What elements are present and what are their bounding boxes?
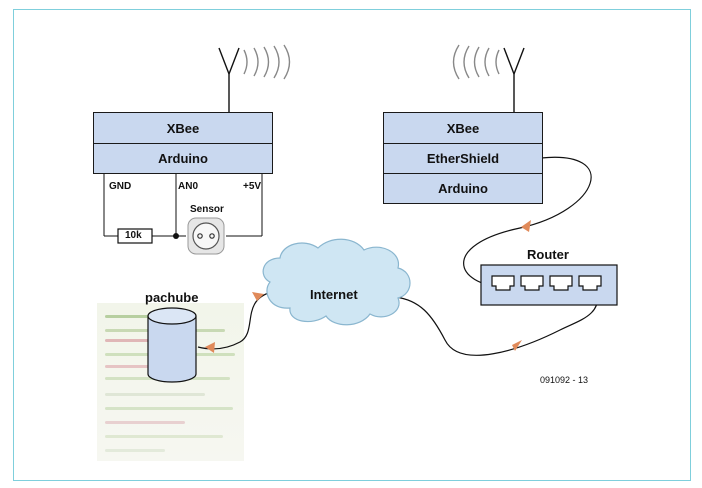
figure-code: 091092 - 13 [540, 375, 589, 385]
junction-dot [173, 233, 179, 239]
resistor-label: 10k [125, 230, 142, 241]
an0-pin-label: AN0 [178, 181, 199, 192]
pachube-label: pachube [145, 290, 199, 305]
router-internet-cable [394, 288, 599, 356]
right-antenna-icon [503, 47, 525, 112]
ethershield-router-cable [463, 156, 592, 288]
router-port-3 [549, 275, 573, 291]
router-port-2 [520, 275, 544, 291]
link-arrow-up [252, 292, 264, 301]
right-wireless-waves-icon [452, 44, 500, 80]
internet-label: Internet [310, 287, 358, 302]
router-port-4 [578, 275, 602, 291]
sensor-circuit-wires [103, 173, 263, 237]
cable-arrow-2 [512, 340, 522, 351]
right-arduino-board: Arduino [384, 173, 542, 203]
internet-pachube-link [197, 291, 273, 350]
right-ethershield-board: EtherShield [384, 143, 542, 173]
left-antenna-icon [218, 47, 240, 112]
right-node-stack: XBee EtherShield Arduino [383, 112, 543, 204]
left-wireless-waves-icon [243, 44, 291, 80]
left-xbee-module: XBee [166, 120, 200, 136]
router-icon [480, 264, 618, 306]
router-port-1 [491, 275, 515, 291]
internet-cloud-icon [262, 238, 411, 326]
5v-pin-label: +5V [243, 181, 262, 192]
cable-arrow-1 [521, 220, 531, 232]
resistor-10k-symbol [117, 228, 153, 244]
left-arduino-board: Arduino [94, 143, 272, 173]
link-arrow-down [205, 342, 215, 353]
router-label: Router [527, 247, 569, 262]
left-node-stack: XBee Arduino [93, 112, 273, 174]
right-xbee-module: XBee [446, 120, 480, 136]
sensor-label: Sensor [190, 204, 224, 215]
gnd-pin-label: GND [109, 181, 132, 192]
database-cylinder-icon [147, 307, 197, 383]
sensor-icon [187, 217, 225, 255]
